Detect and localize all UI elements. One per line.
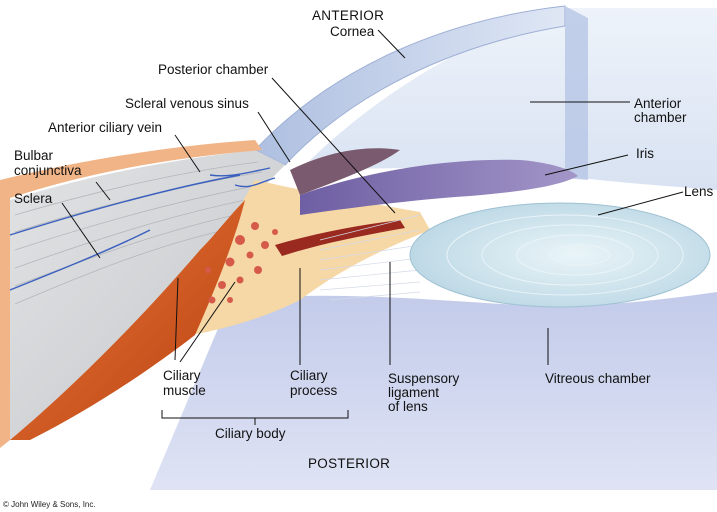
cornea-cut-face bbox=[565, 6, 588, 180]
label-ciliary-body: Ciliary body bbox=[215, 426, 286, 441]
label-scleral-venous-sinus: Scleral venous sinus bbox=[125, 96, 249, 111]
label-anterior-chamber-line2: chamber bbox=[634, 110, 687, 125]
anatomy-artwork bbox=[0, 6, 717, 490]
label-posterior-chamber: Posterior chamber bbox=[158, 62, 269, 77]
label-iris: Iris bbox=[636, 146, 654, 161]
label-anterior-ciliary-vein: Anterior ciliary vein bbox=[48, 120, 162, 135]
label-vitreous-chamber: Vitreous chamber bbox=[545, 371, 651, 386]
label-anterior: ANTERIOR bbox=[312, 8, 384, 23]
label-suspensory-line2: ligament bbox=[388, 385, 439, 400]
label-sclera: Sclera bbox=[14, 191, 53, 206]
label-ciliary-process-line2: process bbox=[290, 383, 338, 398]
label-ciliary-muscle-line1: Ciliary bbox=[163, 368, 201, 383]
label-suspensory-line1: Suspensory bbox=[388, 371, 460, 386]
label-bulbar-conjunctiva-line2: conjunctiva bbox=[14, 163, 82, 178]
label-posterior: POSTERIOR bbox=[308, 456, 390, 471]
label-suspensory-line3: of lens bbox=[388, 399, 428, 414]
label-lens: Lens bbox=[684, 184, 714, 199]
label-ciliary-process-line1: Ciliary bbox=[290, 368, 328, 383]
label-anterior-chamber-line1: Anterior bbox=[634, 96, 682, 111]
copyright-notice: © John Wiley & Sons, Inc. bbox=[3, 500, 96, 509]
lens-region bbox=[410, 203, 710, 307]
label-ciliary-muscle-line2: muscle bbox=[163, 383, 206, 398]
label-bulbar-conjunctiva-line1: Bulbar bbox=[14, 148, 54, 163]
label-cornea: Cornea bbox=[330, 24, 375, 39]
